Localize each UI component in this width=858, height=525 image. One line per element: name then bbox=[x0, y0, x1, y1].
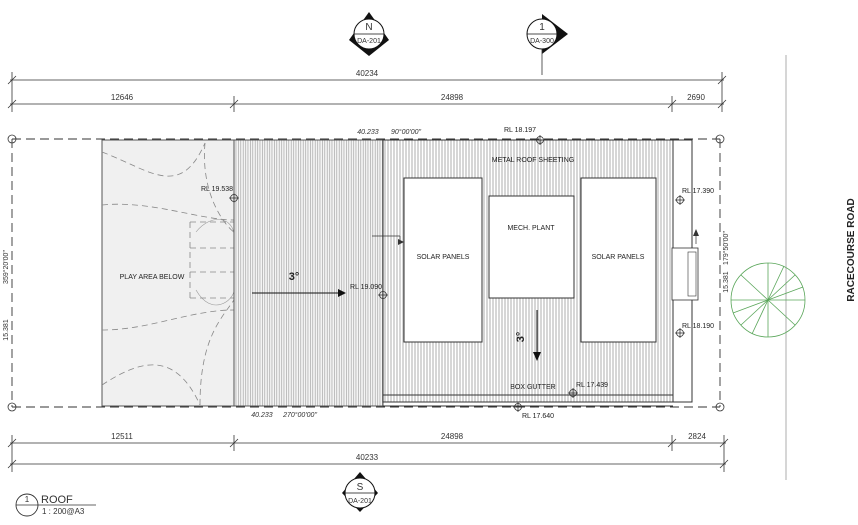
level-marker-3 bbox=[378, 290, 388, 300]
solar-right-label: SOLAR PANELS bbox=[592, 254, 645, 261]
slope-south-arrow: 3° bbox=[515, 310, 541, 361]
level-rl6: RL 17.439 bbox=[576, 382, 608, 389]
bottom-dimensions bbox=[7, 435, 729, 472]
slope-south-label: 3° bbox=[515, 332, 527, 343]
south-ref: DA-201 bbox=[348, 498, 372, 505]
mech-plant-label: MECH. PLANT bbox=[507, 225, 555, 232]
metal-roof-label: METAL ROOF SHEETING bbox=[492, 157, 574, 164]
road-label: RACECOURSE ROAD bbox=[846, 198, 857, 301]
level-marker-2 bbox=[229, 193, 239, 203]
title-number: 1 bbox=[25, 495, 30, 504]
north-ref: DA-201 bbox=[357, 38, 381, 45]
dim-top-mid: 24898 bbox=[441, 93, 464, 102]
level-rl4: RL 17.390 bbox=[682, 188, 714, 195]
level-marker-5 bbox=[675, 328, 685, 338]
tree-symbol bbox=[730, 262, 806, 338]
slope-west-label: 3° bbox=[289, 271, 300, 283]
dim-bottom-mid: 24898 bbox=[441, 432, 464, 441]
sloped-roof-section: 3° bbox=[233, 139, 384, 407]
section-ref: DA-300 bbox=[530, 38, 554, 45]
level-rl7: RL 17.640 bbox=[522, 413, 554, 420]
top-dimensions bbox=[7, 72, 727, 112]
level-rl2: RL 19.538 bbox=[201, 186, 233, 193]
left-bearing: 359°20'00" bbox=[2, 250, 10, 284]
right-bearing: 179°50'00" bbox=[722, 231, 730, 265]
dim-bottom-left: 12511 bbox=[111, 432, 133, 441]
dim-bottom-right: 2824 bbox=[688, 432, 706, 441]
site-boundary bbox=[11, 138, 721, 408]
drawing-title: 1 ROOF 1 : 200@A3 bbox=[15, 493, 96, 517]
right-length: 15.381 bbox=[723, 271, 730, 293]
section-marker-top: 1 DA-300 bbox=[526, 14, 568, 75]
left-length: 15.381 bbox=[3, 319, 10, 341]
level-markers bbox=[229, 135, 685, 412]
box-gutter-label: BOX GUTTER bbox=[510, 384, 556, 391]
level-marker-6 bbox=[568, 388, 578, 398]
mech-plant: MECH. PLANT bbox=[488, 195, 575, 299]
north-marker: N DA-201 bbox=[349, 12, 389, 56]
top-boundary-length: 40.233 bbox=[357, 129, 379, 136]
level-rl1: RL 18.197 bbox=[504, 127, 536, 134]
north-letter: N bbox=[365, 22, 372, 33]
level-rl5: RL 18.190 bbox=[682, 323, 714, 330]
title-scale: 1 : 200@A3 bbox=[42, 507, 85, 516]
boundary-corners bbox=[7, 134, 725, 412]
level-marker-1 bbox=[535, 135, 545, 145]
solar-panels-left: SOLAR PANELS bbox=[403, 177, 483, 343]
title-name: ROOF bbox=[41, 494, 73, 506]
dim-bottom-overall: 40233 bbox=[356, 453, 379, 462]
level-rl3: RL 19.090 bbox=[350, 284, 382, 291]
dim-top-right: 2690 bbox=[687, 93, 705, 102]
level-marker-7 bbox=[513, 402, 523, 412]
dim-top-overall: 40234 bbox=[356, 69, 379, 78]
south-marker: S DA-201 bbox=[342, 472, 378, 512]
bottom-boundary-angle: 270°00'00" bbox=[282, 411, 317, 419]
play-area: PLAY AREA BELOW bbox=[101, 139, 235, 407]
section-number: 1 bbox=[539, 22, 545, 33]
top-boundary-angle: 90°00'00" bbox=[391, 128, 421, 136]
solar-panels-right: SOLAR PANELS bbox=[580, 177, 657, 343]
bottom-boundary-length: 40.233 bbox=[251, 412, 273, 419]
solar-left-label: SOLAR PANELS bbox=[417, 254, 470, 261]
play-area-label: PLAY AREA BELOW bbox=[120, 274, 185, 281]
level-marker-4 bbox=[675, 195, 685, 205]
dim-top-left: 12646 bbox=[111, 93, 134, 102]
south-letter: S bbox=[357, 482, 364, 493]
